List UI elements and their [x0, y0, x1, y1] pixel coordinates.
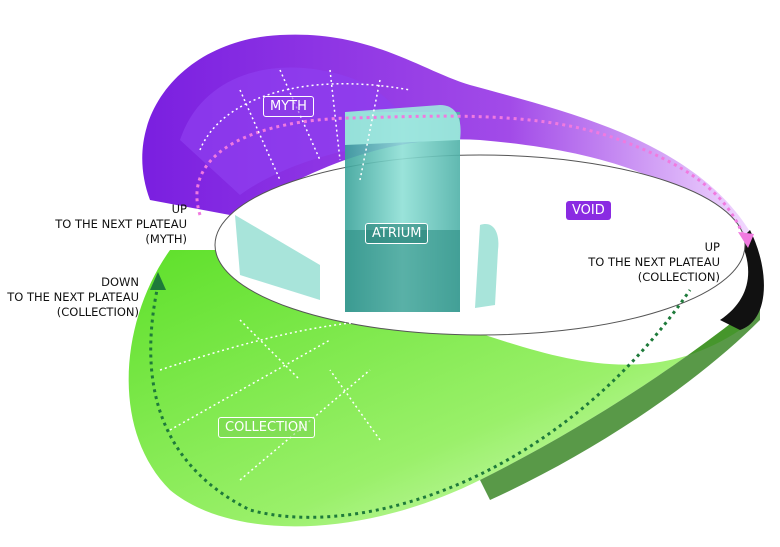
myth-label: MYTH: [263, 96, 314, 117]
void-label: VOID: [566, 201, 611, 220]
annotation-line: (COLLECTION): [56, 305, 139, 319]
annotation-line: TO THE NEXT PLATEAU: [55, 217, 187, 231]
collection-label: COLLECTION: [218, 417, 315, 438]
atrium-label: ATRIUM: [365, 223, 429, 244]
glass-wall-left: [235, 215, 320, 300]
annotation-line: UP: [171, 202, 187, 216]
annotation-line: (COLLECTION): [637, 270, 720, 284]
annotation-up-myth: UP TO THE NEXT PLATEAU (MYTH): [55, 202, 187, 247]
collection-plateau: [128, 250, 760, 527]
glass-wall-right: [475, 224, 499, 308]
annotation-down-collection: DOWN TO THE NEXT PLATEAU (COLLECTION): [7, 275, 139, 320]
route-down-collection: [149, 284, 692, 519]
annotation-line: DOWN: [101, 275, 139, 289]
route-up-myth: [195, 114, 747, 241]
annotation-line: TO THE NEXT PLATEAU: [588, 255, 720, 269]
annotation-up-collection: UP TO THE NEXT PLATEAU (COLLECTION): [588, 240, 720, 285]
annotation-line: TO THE NEXT PLATEAU: [7, 290, 139, 304]
annotation-line: UP: [704, 240, 720, 254]
annotation-line: (MYTH): [145, 232, 187, 246]
